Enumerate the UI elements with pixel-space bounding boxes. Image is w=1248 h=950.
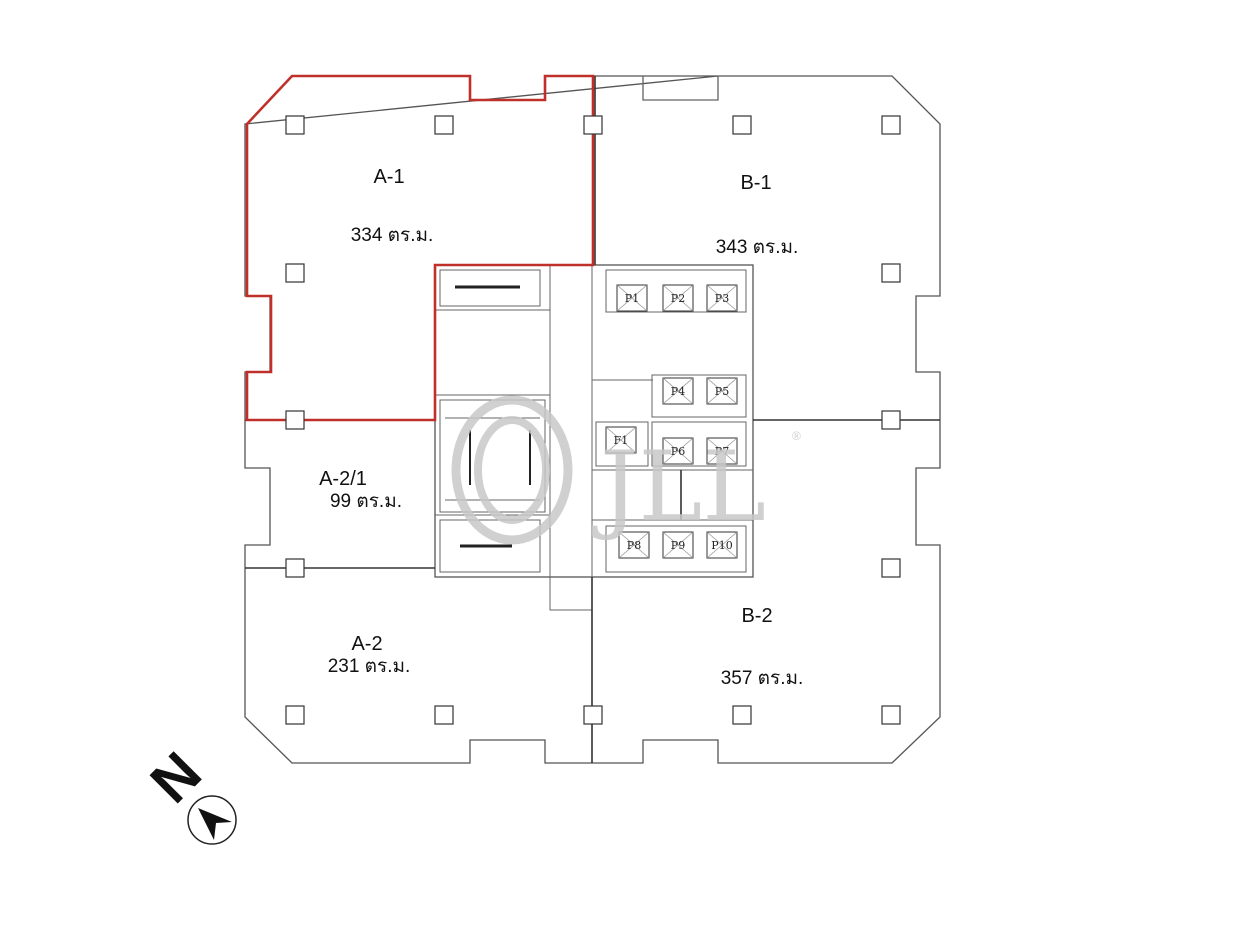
- svg-text:®: ®: [792, 429, 801, 443]
- building-outline-inner: [642, 76, 719, 101]
- lift-bank-mid: [651, 374, 747, 418]
- lift-label: P5: [715, 385, 729, 398]
- lift-p6: P6: [662, 437, 694, 465]
- lift-label: P4: [671, 385, 685, 398]
- stairs-top: [439, 269, 541, 307]
- unit-area-a1: 334 ตร.ม.: [351, 225, 434, 246]
- lift-p8: P8: [618, 531, 650, 559]
- unit-name-b1: B-1: [740, 172, 771, 194]
- jll-watermark: JLL ®: [451, 395, 801, 545]
- lift-label: P3: [715, 292, 729, 305]
- lift-p7: P7: [706, 437, 738, 465]
- lift-bank-low: [651, 421, 747, 467]
- svg-text:JLL: JLL: [591, 431, 766, 543]
- unit-name-a2: A-2: [351, 633, 382, 655]
- lift-p2: P2: [662, 284, 694, 312]
- lift-bank-top: [605, 269, 747, 313]
- lift-label: P8: [627, 539, 641, 552]
- unit-name-a1: A-1: [373, 166, 404, 188]
- stairs-bottom: [439, 519, 541, 573]
- lift-label: P6: [671, 445, 685, 458]
- highlight-outline-a1: [245, 74, 595, 422]
- lift-label: P9: [671, 539, 685, 552]
- unit-area-b1: 343 ตร.ม.: [716, 237, 799, 258]
- lift-p5: P5: [706, 377, 738, 405]
- lift-p4: P4: [662, 377, 694, 405]
- columns: [285, 115, 901, 725]
- lift-label: P7: [715, 445, 729, 458]
- compass: N: [138, 740, 237, 845]
- unit-area-b2: 357 ตร.ม.: [721, 668, 804, 689]
- lift-f1: F1: [605, 426, 637, 454]
- lift-p1: P1: [616, 284, 648, 312]
- unit-name-b2: B-2: [741, 605, 772, 627]
- lift-label: P1: [625, 292, 639, 305]
- lift-p3: P3: [706, 284, 738, 312]
- unit-area-a2: 231 ตร.ม.: [328, 656, 411, 677]
- lift-label: P10: [711, 539, 732, 552]
- unit-area-a2-1: 99 ตร.ม.: [330, 491, 402, 512]
- lift-bank-bottom: [605, 525, 747, 573]
- lift-p10: P10: [706, 531, 738, 559]
- lift-p9: P9: [662, 531, 694, 559]
- lift-label: F1: [614, 434, 629, 447]
- lift-shaft-f1-box: [595, 421, 649, 467]
- lift-label: P2: [671, 292, 685, 305]
- unit-name-a2-1: A-2/1: [319, 468, 367, 490]
